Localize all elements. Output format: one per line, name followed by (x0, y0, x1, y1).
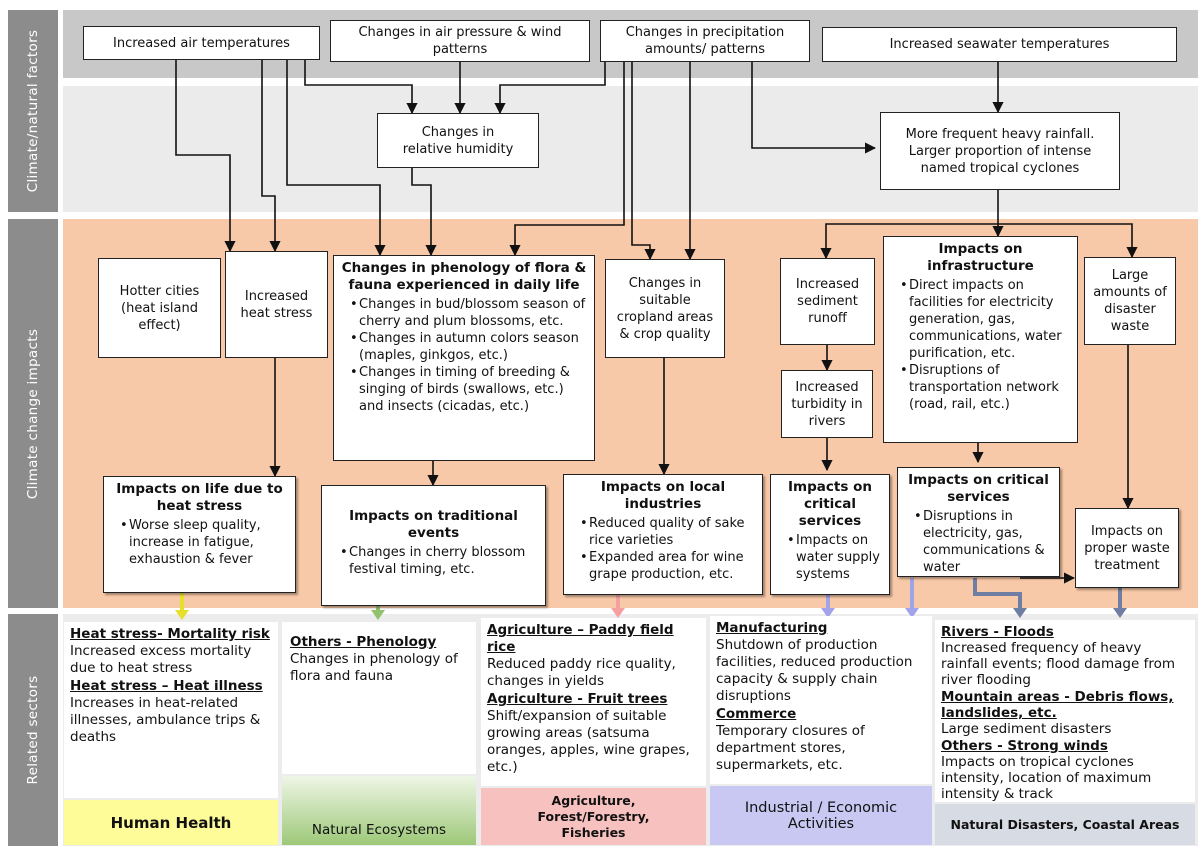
critical-services-water-box: Impacts on critical services Impacts on … (770, 474, 890, 595)
relative-humidity-box: Changes in relative humidity (377, 113, 539, 168)
phenology-item: Changes in bud/blossom season of cherry … (359, 296, 588, 330)
footer-agriculture: Agriculture, Forest/Forestry, Fisheries (481, 788, 706, 845)
sector-heading: Manufacturing (716, 620, 828, 636)
infrastructure-item: Direct impacts on facilities for electri… (909, 277, 1071, 362)
precipitation-box: Changes in precipitation amounts/ patter… (600, 20, 810, 62)
footer-natural-disasters: Natural Disasters, Coastal Areas (935, 804, 1195, 845)
sector-heading: Commerce (716, 706, 797, 722)
sector-text: Reduced paddy rice quality, changes in y… (487, 656, 676, 689)
sectors-label: Related sectors (25, 675, 41, 785)
seawater-temperatures-box: Increased seawater temperatures (822, 27, 1177, 62)
local-industries-list: Reduced quality of sake rice varieties E… (570, 515, 756, 583)
climate-factors-label: Climate/natural factors (25, 29, 41, 193)
critical-services-list: Impacts on water supply systems (777, 532, 883, 583)
heavy-rainfall-box: More frequent heavy rainfall. Larger pro… (880, 112, 1120, 190)
critical-services-utilities-box: Impacts on critical services Disruptions… (897, 467, 1060, 577)
critical-services-item: Disruptions in electricity, gas, communi… (923, 508, 1053, 576)
sector-text: Increases in heat-related illnesses, amb… (70, 695, 261, 745)
sector-text: Shift/expansion of suitable growing area… (487, 708, 690, 775)
sector-natural-disasters: Rivers - Floods Increased frequency of h… (935, 620, 1195, 802)
increased-heat-stress-box: Increased heat stress (225, 251, 328, 358)
sector-text: Temporary closures of department stores,… (716, 723, 865, 773)
traditional-events-title: Impacts on traditional events (349, 508, 518, 541)
sector-text: Shutdown of production facilities, reduc… (716, 637, 913, 704)
traditional-events-list: Changes in cherry blossom festival timin… (330, 544, 537, 578)
traditional-events-box: Impacts on traditional events Changes in… (321, 485, 546, 606)
life-heat-stress-item: Worse sleep quality, increase in fatigue… (129, 517, 289, 568)
local-industries-box: Impacts on local industries Reduced qual… (563, 474, 763, 595)
footer-natural-ecosystems: Natural Ecosystems (282, 776, 476, 845)
impacts-sidebar: Climate change impacts (8, 219, 58, 608)
disaster-waste-box: Large amounts of disaster waste (1084, 257, 1176, 345)
infrastructure-list: Direct impacts on facilities for electri… (890, 277, 1071, 413)
sector-heading: Agriculture – Paddy field rice (487, 622, 674, 655)
sector-text: Large sediment disasters (941, 721, 1112, 737)
sector-heading: Others - Phenology (290, 634, 437, 650)
sector-agriculture: Agriculture – Paddy field rice Reduced p… (481, 618, 706, 786)
local-industries-item: Reduced quality of sake rice varieties (589, 515, 756, 549)
infrastructure-item: Disruptions of transportation network (r… (909, 362, 1071, 413)
sector-industrial: Manufacturing Shutdown of production fac… (710, 616, 932, 784)
sector-text: Increased frequency of heavy rainfall ev… (941, 640, 1176, 688)
life-heat-stress-box: Impacts on life due to heat stress Worse… (103, 476, 296, 593)
sector-text: Changes in phenology of flora and fauna (290, 651, 458, 684)
sediment-runoff-box: Increased sediment runoff (780, 258, 875, 345)
turbidity-box: Increased turbidity in rivers (781, 370, 873, 438)
sector-text: Impacts on tropical cyclones intensity, … (941, 754, 1152, 802)
hotter-cities-box: Hotter cities (heat island effect) (98, 258, 221, 358)
sector-heading: Heat stress- Mortality risk (70, 626, 270, 642)
waste-treatment-box: Impacts on proper waste treatment (1075, 508, 1179, 588)
local-industries-item: Expanded area for wine grape production,… (589, 549, 756, 583)
sectors-sidebar: Related sectors (8, 614, 58, 846)
phenology-item: Changes in timing of breeding & singing … (359, 364, 588, 415)
phenology-list: Changes in bud/blossom season of cherry … (340, 296, 588, 415)
cropland-box: Changes in suitable cropland areas & cro… (605, 259, 725, 358)
sector-heading: Agriculture - Fruit trees (487, 691, 668, 707)
traditional-events-item: Changes in cherry blossom festival timin… (349, 544, 537, 578)
phenology-item: Changes in autumn colors season (maples,… (359, 330, 588, 364)
increased-air-temperatures-box: Increased air temperatures (83, 26, 320, 60)
footer-human-health: Human Health (64, 800, 278, 845)
phenology-box: Changes in phenology of flora & fauna ex… (333, 255, 595, 461)
impacts-label: Climate change impacts (25, 328, 41, 499)
critical-services-item: Impacts on water supply systems (796, 532, 883, 583)
critical-services-title: Impacts on critical services (788, 479, 872, 529)
sector-natural-ecosystems: Others - Phenology Changes in phenology … (282, 622, 476, 774)
life-heat-stress-list: Worse sleep quality, increase in fatigue… (110, 517, 289, 568)
sector-heading: Mountain areas - Debris flows, landslide… (941, 689, 1174, 721)
air-pressure-wind-box: Changes in air pressure & wind patterns (330, 20, 590, 62)
infrastructure-title: Impacts on infrastructure (927, 241, 1034, 274)
phenology-title: Changes in phenology of flora & fauna ex… (341, 260, 587, 293)
sector-heading: Rivers - Floods (941, 624, 1054, 640)
critical-services-list: Disruptions in electricity, gas, communi… (904, 508, 1053, 576)
life-heat-stress-title: Impacts on life due to heat stress (116, 481, 283, 514)
local-industries-title: Impacts on local industries (600, 479, 726, 512)
sector-heading: Heat stress – Heat illness (70, 678, 263, 694)
sector-heading: Others - Strong winds (941, 738, 1108, 754)
sector-text: Increased excess mortality due to heat s… (70, 643, 252, 676)
sector-human-health: Heat stress- Mortality risk Increased ex… (64, 622, 278, 798)
infrastructure-box: Impacts on infrastructure Direct impacts… (883, 236, 1078, 443)
footer-industrial: Industrial / Economic Activities (710, 786, 932, 845)
critical-services-title: Impacts on critical services (908, 472, 1049, 505)
climate-factors-sidebar: Climate/natural factors (8, 10, 58, 212)
